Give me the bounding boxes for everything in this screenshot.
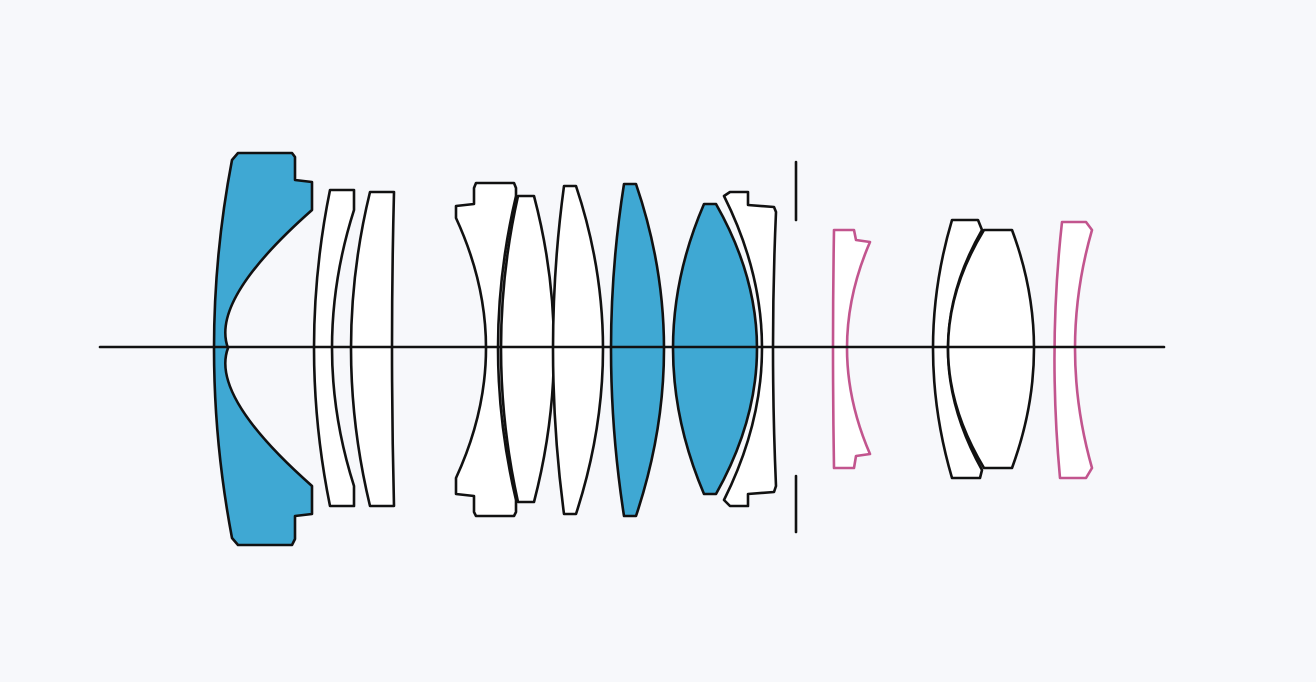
lens-element-3 (349, 190, 396, 508)
lens-element-2 (312, 188, 356, 508)
lens-element-7 (609, 182, 666, 518)
lens-element-4 (454, 181, 518, 518)
lens-element-5 (499, 194, 556, 504)
lens-element-13 (1053, 220, 1094, 480)
lens-element-1 (212, 151, 314, 547)
lens-element-10 (831, 228, 872, 470)
lens-element-12 (946, 228, 1036, 470)
lens-element-6 (551, 184, 605, 516)
lens-element-9 (722, 190, 778, 508)
lens-element-8 (671, 202, 759, 496)
